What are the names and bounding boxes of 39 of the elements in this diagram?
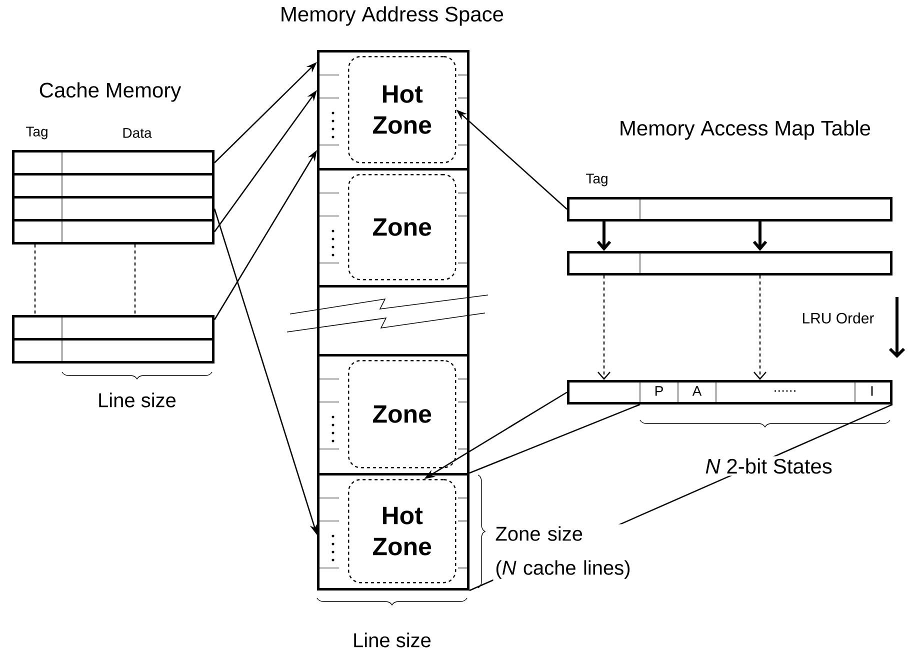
cache-line: [12, 218, 214, 244]
dashed-line: [134, 244, 136, 315]
arrow: [754, 276, 766, 380]
dimension-label: N 2-bit States: [703, 456, 834, 476]
table-row: [567, 250, 892, 276]
cache-line: [12, 338, 214, 364]
dimension-label: Line size: [350, 630, 434, 650]
title: Cache Memory: [36, 80, 184, 104]
arrow: [598, 276, 610, 380]
memory-block: [316, 354, 470, 476]
table-row: [567, 196, 892, 222]
zone-box: Hot Zone: [348, 56, 456, 164]
ellipsis: ......: [774, 390, 796, 392]
connector-line: [469, 404, 640, 474]
zone-box: Zone: [348, 174, 456, 280]
cache-line: [12, 172, 214, 198]
column-label: Tag: [24, 124, 50, 142]
zone-box: Hot Zone: [348, 479, 456, 584]
arrow: [752, 222, 768, 251]
dimension-label: Zone size (N cache lines): [493, 524, 648, 581]
cache-line: [12, 314, 214, 340]
dimension-label: Line size: [96, 390, 178, 410]
memory-block: [316, 473, 470, 590]
state-letter: A: [692, 386, 702, 396]
memory-block: [316, 168, 470, 288]
zone-box: Zone: [348, 360, 456, 468]
cache-line: [12, 196, 214, 222]
cache-line: [12, 150, 214, 176]
axis-label: LRU Order: [800, 310, 876, 326]
column-label: Tag: [584, 172, 610, 188]
arrow: [596, 222, 612, 251]
title: Memory Access Map Table: [616, 118, 874, 142]
memory-block: [316, 50, 470, 170]
dashed-line: [34, 244, 36, 315]
column-label: Data: [120, 126, 154, 140]
heading: Memory Address Space: [282, 6, 504, 26]
state-letter: I: [871, 386, 873, 396]
state-letter: P: [655, 386, 663, 396]
memory-block: [317, 285, 470, 356]
